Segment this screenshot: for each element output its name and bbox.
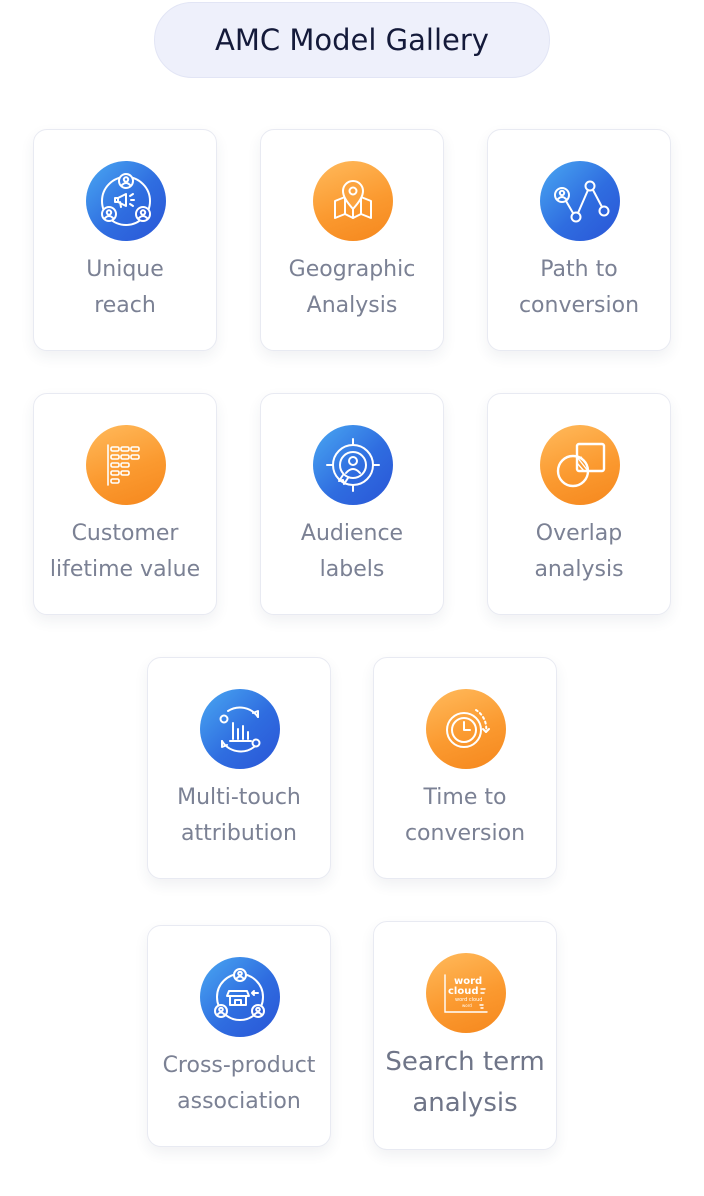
svg-text:cloud: cloud	[448, 986, 479, 997]
list-grid-icon	[86, 425, 166, 505]
clock-icon	[426, 689, 506, 769]
attribution-chart-icon	[200, 689, 280, 769]
svg-text:word: word	[462, 1003, 472, 1008]
path-nodes-icon	[540, 161, 620, 241]
audience-target-icon	[313, 425, 393, 505]
svg-text:word cloud: word cloud	[455, 997, 482, 1003]
svg-text:word: word	[454, 976, 482, 987]
word-cloud-icon: word cloud word cloud word	[426, 953, 506, 1033]
megaphone-users-icon	[86, 161, 166, 241]
gallery-title: AMC Model Gallery	[154, 2, 550, 78]
store-users-icon	[200, 957, 280, 1037]
overlap-shapes-icon	[540, 425, 620, 505]
map-pin-icon	[313, 161, 393, 241]
